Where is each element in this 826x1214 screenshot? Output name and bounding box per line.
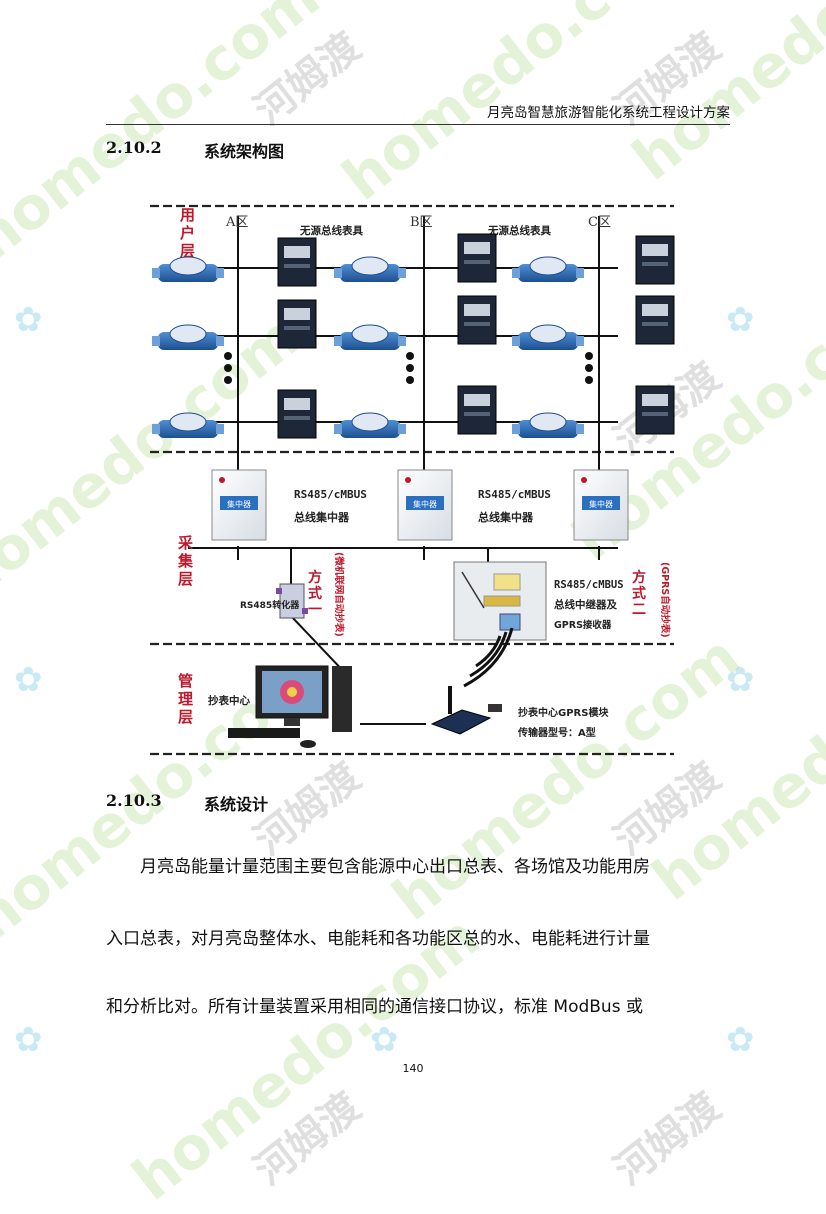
paragraph-line: 月亮岛能量计量范围主要包含能源中心出口总表、各场馆及功能用房 xyxy=(140,857,650,877)
paragraph-line: 入口总表，对月亮岛整体水、电能耗和各功能区总的水、电能耗进行计量 xyxy=(106,929,650,949)
meter-group-label: 无源总线表具 xyxy=(487,224,551,237)
body-paragraph: 月亮岛能量计量范围主要包含能源中心出口总表、各场馆及功能用房 入口总表，对月亮岛… xyxy=(106,852,730,1032)
more-dots-icon xyxy=(224,352,593,384)
gprs-module-icon xyxy=(430,686,502,735)
electric-meters xyxy=(277,233,675,439)
water-meter-icon xyxy=(334,412,406,438)
page-header: 月亮岛智慧旅游智能化系统工程设计方案 xyxy=(106,105,730,125)
section-number: 2.10.3 xyxy=(106,791,162,810)
concentrator-label-line2: 总线集中器 xyxy=(294,510,350,524)
section-title: 系统架构图 xyxy=(204,142,285,161)
electric-meter-icon xyxy=(457,233,497,283)
water-meter-icon xyxy=(334,256,406,282)
concentrator-box-label: 集中器 xyxy=(589,499,613,509)
water-meter-icon xyxy=(152,256,224,282)
section-heading: 2.10.3 系统设计 xyxy=(106,791,406,814)
meter-group-label: 无源总线表具 xyxy=(299,224,363,237)
watermark-brand: 河姆渡 xyxy=(606,1084,730,1195)
water-meter-icon xyxy=(512,256,584,282)
layer-label-manage: 管理层 xyxy=(178,672,193,726)
concentrator-label-line2: 总线集中器 xyxy=(478,510,534,524)
gprs-label-line1: 抄表中心GPRS模块 xyxy=(518,706,609,719)
watermark-brand: 河姆渡 xyxy=(606,754,730,865)
mode-one-label: 方式一 xyxy=(308,569,322,618)
concentrator-label-line1: RS485/cMBUS xyxy=(294,488,367,501)
header-title: 月亮岛智慧旅游智能化系统工程设计方案 xyxy=(487,105,730,121)
watermark-flower-icon: ✿ xyxy=(14,660,43,700)
electric-meter-icon xyxy=(277,237,317,287)
concentrator-icon: 集中器 xyxy=(211,469,267,541)
electric-meter-icon xyxy=(457,385,497,435)
water-meter-icon xyxy=(334,324,406,350)
wireless-signal-icon xyxy=(463,627,514,688)
mode-one-note: (微机联网自动抄表) xyxy=(333,552,345,637)
electric-meter-icon xyxy=(635,235,675,285)
computer-icon xyxy=(228,665,352,748)
relay-cabinet-icon xyxy=(453,561,547,641)
zone-label-a: A区 xyxy=(225,215,248,230)
layer-separators xyxy=(150,204,674,756)
converter-label: RS485转化器 xyxy=(240,599,300,611)
relay-label-line1: RS485/cMBUS xyxy=(554,579,624,591)
architecture-diagram: 用户层 采集层 管理层 A区 B区 C区 无源总线表具 无源总线表具 xyxy=(150,204,675,756)
electric-meter-icon xyxy=(277,299,317,349)
gprs-label-line2: 传输器型号：A型 xyxy=(517,726,596,739)
electric-meter-icon xyxy=(635,295,675,345)
concentrator-label-line1: RS485/cMBUS xyxy=(478,488,551,501)
rs485-converter-icon xyxy=(276,583,308,619)
mode-two-note: (GPRS自动抄表) xyxy=(659,562,671,638)
water-meter-icon xyxy=(512,324,584,350)
watermark-brand: 河姆渡 xyxy=(246,1084,370,1195)
watermark-flower-icon: ✿ xyxy=(14,1020,43,1060)
watermark-flower-icon: ✿ xyxy=(14,300,43,340)
electric-meter-icon xyxy=(457,295,497,345)
zone-label-b: B区 xyxy=(410,215,433,230)
water-meters xyxy=(152,256,584,438)
section-title: 系统设计 xyxy=(204,795,269,814)
relay-label-line3: GPRS接收器 xyxy=(554,619,612,631)
paragraph-line: 和分析比对。所有计量装置采用相同的通信接口协议，标准 ModBus 或 xyxy=(106,997,643,1017)
watermark-domain: homedo.com xyxy=(620,0,826,194)
section-number: 2.10.2 xyxy=(106,138,162,157)
watermark-flower-icon: ✿ xyxy=(726,300,755,340)
section-heading: 2.10.2 系统架构图 xyxy=(106,138,406,161)
watermark-flower-icon: ✿ xyxy=(726,660,755,700)
water-meter-icon xyxy=(152,324,224,350)
page-number: 140 xyxy=(402,1062,424,1075)
layer-label-user: 用户层 xyxy=(180,206,195,260)
concentrator-icon: 集中器 xyxy=(397,469,453,541)
water-meter-icon xyxy=(512,412,584,438)
concentrator-box-label: 集中器 xyxy=(227,499,251,509)
center-label: 抄表中心 xyxy=(208,694,250,707)
mode-two-label: 方式二 xyxy=(632,569,646,618)
zone-label-c: C区 xyxy=(588,215,611,230)
concentrator-box-label: 集中器 xyxy=(413,499,437,509)
electric-meter-icon xyxy=(635,385,675,435)
layer-label-collect: 采集层 xyxy=(177,534,194,588)
relay-label-line2: 总线中继器及 xyxy=(554,598,617,611)
concentrators: 集中器 集中器 集中器 xyxy=(211,469,629,541)
electric-meter-icon xyxy=(277,389,317,439)
collect-bus-lines xyxy=(188,546,618,725)
watermark-flower-icon: ✿ xyxy=(726,1020,755,1060)
water-meter-icon xyxy=(152,412,224,438)
concentrator-icon: 集中器 xyxy=(573,469,629,541)
